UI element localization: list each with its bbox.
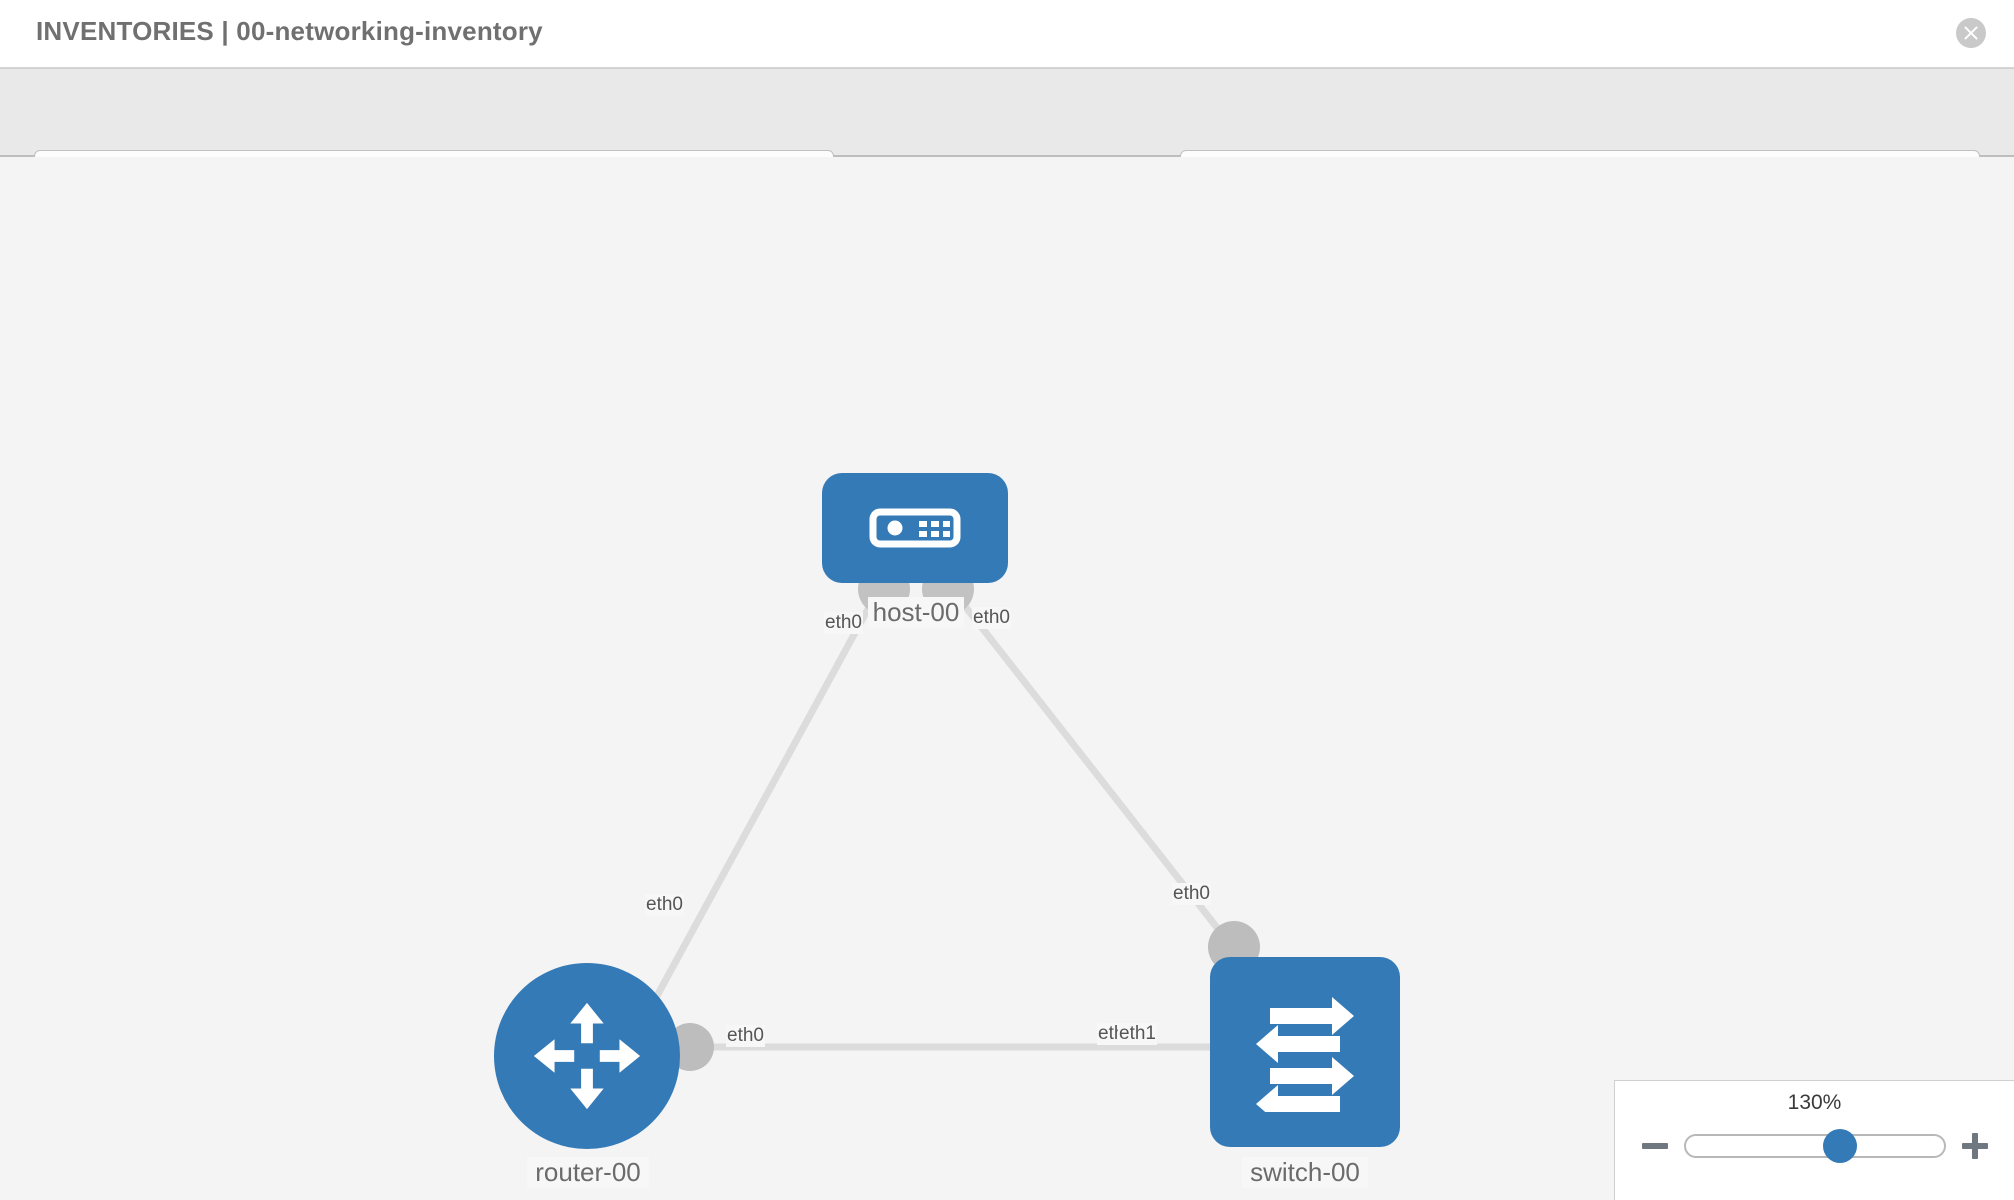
topology-node-router-00[interactable] <box>494 963 680 1149</box>
toolbar: ACTIONS SEARCH <box>0 68 2014 202</box>
zoom-slider[interactable] <box>1683 1129 1946 1163</box>
plus-icon[interactable] <box>1961 1133 1988 1159</box>
topology-canvas[interactable]: host-00 router-00 <box>0 157 2014 1200</box>
topology-node-host-00[interactable] <box>822 473 1008 583</box>
close-icon[interactable] <box>1956 18 1986 48</box>
link-host-switch <box>947 584 1243 960</box>
topology-node-switch-00[interactable] <box>1210 957 1400 1147</box>
topology-links <box>636 563 1260 1071</box>
minus-icon[interactable] <box>1641 1133 1668 1159</box>
page-title: INVENTORIES | 00-networking-inventory <box>36 16 543 46</box>
router-arrows-icon <box>533 1002 641 1110</box>
switch-arrows-icon <box>1256 997 1354 1112</box>
zoom-percent-label: 130% <box>1787 1091 1842 1114</box>
zoom-slider-handle[interactable] <box>1823 1129 1858 1163</box>
link-host-router <box>636 585 884 1029</box>
server-icon <box>869 508 961 548</box>
zoom-control[interactable]: 130% <box>1614 1080 2014 1200</box>
title-bar: INVENTORIES | 00-networking-inventory <box>0 0 2014 68</box>
